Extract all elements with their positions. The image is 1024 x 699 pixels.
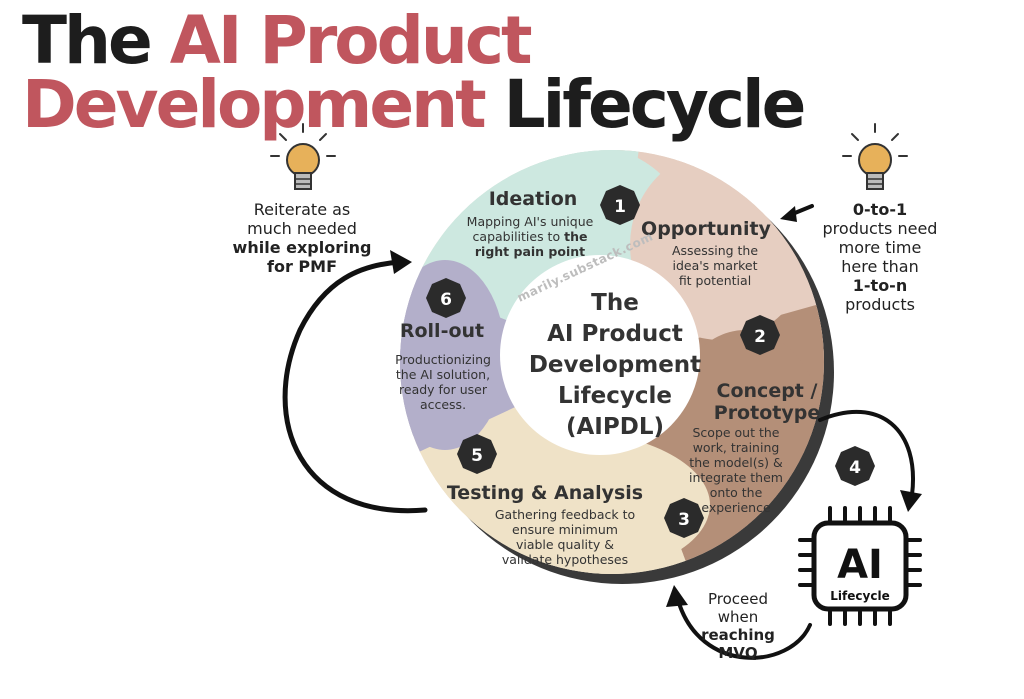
stage-concept-desc: Scope out the work, training the model(s… [686, 425, 786, 515]
testing-desc-2: ensure minimum [512, 522, 618, 537]
stage-ideation-desc: Mapping AI's unique capabilities to the … [455, 214, 605, 259]
svg-text:AI: AI [837, 542, 883, 588]
lightbulb-left-icon [270, 123, 336, 190]
proceed-line-3: reaching [701, 626, 775, 644]
svg-text:2: 2 [754, 327, 766, 347]
note-line-4: here than [841, 257, 919, 276]
badge-2: 2 [740, 315, 780, 355]
stage-rollout-title: Roll-out [399, 320, 485, 342]
center-title: The AI Product Development Lifecycle (AI… [500, 288, 730, 443]
ideation-desc-2: capabilities to [472, 229, 561, 244]
page-title-line-2: Development Lifecycle [22, 72, 806, 138]
reiterate-note: Reiterate as much needed while exploring… [232, 200, 372, 276]
center-line-3: Development [528, 352, 702, 378]
testing-desc-3: viable quality & [515, 537, 615, 552]
title-lifecycle: Lifecycle [503, 66, 807, 143]
concept-desc-3: the model(s) & [689, 455, 783, 470]
note-line-6: products [845, 295, 915, 314]
note-line-5: 1-to-n [852, 276, 908, 295]
note-arrowhead-icon [780, 206, 797, 222]
opportunity-desc-1: Assessing the [671, 243, 759, 258]
return-arrowhead-icon [666, 585, 688, 607]
stage-rollout-desc: Productionizing the AI solution, ready f… [388, 352, 498, 412]
to-ai-arrowhead-icon [900, 490, 922, 512]
badge-5: 5 [457, 434, 497, 474]
concept-desc-6: experience [701, 500, 771, 515]
reiterate-arrowhead-icon [390, 250, 412, 274]
badge-1: 1 [600, 185, 640, 225]
title-ai-product: AI Product [169, 2, 533, 79]
opportunity-desc-2: idea's market [672, 258, 758, 273]
page-title-line-1: The AI Product [22, 8, 533, 74]
center-line-1: The [591, 290, 639, 316]
svg-text:Lifecycle: Lifecycle [830, 589, 889, 603]
stage-testing-desc: Gathering feedback to ensure minimum via… [480, 507, 650, 567]
concept-desc-2: work, training [692, 440, 780, 455]
stage-testing-title: Testing & Analysis [446, 482, 644, 504]
stage-ideation-title: Ideation [488, 188, 578, 210]
note-line-1: 0-to-1 [852, 200, 908, 219]
proceed-line-1: Proceed [707, 590, 769, 608]
stage-opportunity-title: Opportunity [641, 218, 771, 240]
badge-6: 6 [426, 278, 466, 318]
center-line-5: (AIPDL) [566, 414, 664, 440]
blob-rollout [400, 260, 505, 450]
ai-chip-icon: AI Lifecycle [798, 506, 922, 626]
note-line-2: products need [822, 219, 938, 238]
center-circle [500, 255, 700, 455]
rollout-desc-4: access. [419, 397, 467, 412]
testing-desc-4: validate hypotheses [501, 552, 629, 567]
center-line-2: AI Product [547, 321, 683, 347]
note-line-3: more time [838, 238, 922, 257]
concept-title-1: Concept / [716, 380, 818, 402]
reiterate-line-2: much needed [247, 219, 357, 238]
svg-text:4: 4 [849, 458, 861, 478]
proceed-line-4: MVQ [718, 644, 758, 662]
concept-desc-4: integrate them [689, 470, 783, 485]
ideation-desc-3: right pain point [474, 244, 586, 259]
badge-3: 3 [664, 498, 704, 538]
stage-opportunity-desc: Assessing the idea's market fit potentia… [660, 243, 770, 288]
proceed-note: Proceed when reaching MVQ [688, 590, 788, 662]
opportunity-desc-3: fit potential [678, 273, 752, 288]
rollout-desc-1: Productionizing [395, 352, 491, 367]
to-ai-loop-arrow [818, 409, 915, 497]
rollout-desc-2: the AI solution, [395, 367, 491, 382]
zero-to-one-note: 0-to-1 products need more time here than… [810, 200, 950, 314]
concept-title-2: Prototype [713, 402, 821, 424]
concept-desc-5: onto the [709, 485, 763, 500]
svg-text:5: 5 [471, 446, 483, 466]
proceed-line-2: when [717, 608, 759, 626]
center-line-4: Lifecycle [558, 383, 672, 409]
title-development: Development [22, 66, 487, 143]
testing-desc-1: Gathering feedback to [494, 507, 636, 522]
title-the: The [22, 2, 153, 79]
svg-text:1: 1 [614, 197, 626, 217]
reiterate-line-3: while exploring [232, 238, 372, 257]
concept-desc-1: Scope out the [692, 425, 780, 440]
svg-text:6: 6 [440, 290, 452, 310]
reiterate-line-4: for PMF [267, 257, 337, 276]
badge-4: 4 [835, 446, 875, 486]
rollout-desc-3: ready for user [399, 382, 487, 397]
lightbulb-right-icon [842, 123, 908, 190]
stage-concept-title: Concept / Prototype [712, 380, 822, 424]
reiterate-line-1: Reiterate as [253, 200, 351, 219]
return-loop-arrow [676, 598, 812, 660]
svg-text:3: 3 [678, 510, 690, 530]
ideation-desc-2-bold: the [564, 229, 588, 244]
ideation-desc-1: Mapping AI's unique [466, 214, 594, 229]
reiterate-loop-arrow [282, 259, 428, 514]
